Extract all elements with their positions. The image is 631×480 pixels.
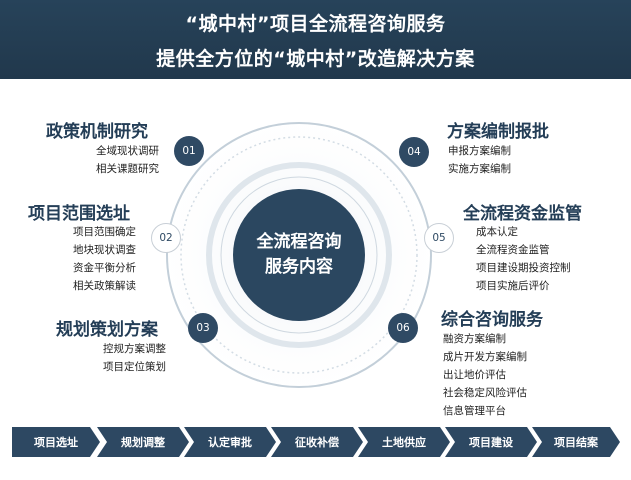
outer-ring (166, 122, 432, 388)
center-circle: 全流程咨询 服务内容 (233, 189, 365, 321)
section-03-items: 控规方案调整 项目定位策划 (86, 340, 166, 376)
badge-02: 02 (151, 223, 181, 253)
section-06-item: 成片开发方案编制 (443, 351, 527, 363)
center-text-line1: 全流程咨询 (256, 232, 342, 252)
section-02-item: 相关政策解读 (73, 280, 136, 292)
process-step: 认定审批 (184, 427, 276, 457)
section-04-item: 实施方案编制 (448, 163, 511, 175)
process-step: 项目选址 (12, 427, 100, 457)
process-step: 项目结案 (532, 427, 620, 457)
section-02-item: 资金平衡分析 (73, 262, 136, 274)
section-04-title: 方案编制报批 (447, 122, 549, 142)
section-01-items: 全域现状调研 相关课题研究 (79, 142, 159, 178)
section-01-title: 政策机制研究 (46, 122, 148, 142)
section-02-title: 项目范围选址 (28, 204, 130, 224)
section-05-title: 全流程资金监管 (463, 204, 582, 224)
banner-subtitle: 提供全方位的“城中村”改造解决方案 (156, 48, 475, 70)
process-step: 项目建设 (445, 427, 537, 457)
section-05-item: 项目实施后评价 (476, 280, 550, 292)
process-step: 征收补偿 (271, 427, 363, 457)
badge-03: 03 (188, 313, 218, 343)
inner-ring (206, 162, 392, 348)
title-banner: “城中村”项目全流程咨询服务 提供全方位的“城中村”改造解决方案 (0, 0, 631, 79)
banner-title: “城中村”项目全流程咨询服务 (185, 13, 446, 35)
section-02-item: 地块现状调查 (73, 244, 136, 256)
section-05-items: 成本认定 全流程资金监管 项目建设期投资控制 项目实施后评价 (476, 223, 571, 295)
badge-05: 05 (424, 223, 454, 253)
section-03-title: 规划策划方案 (56, 320, 158, 340)
section-01-item: 全域现状调研 (96, 145, 159, 157)
section-06-item: 信息管理平台 (443, 405, 506, 417)
badge-06: 06 (388, 313, 418, 343)
section-05-item: 项目建设期投资控制 (476, 262, 571, 274)
section-06-items: 融资方案编制 成片开发方案编制 出让地价评估 社会稳定风险评估 信息管理平台 (443, 330, 527, 420)
section-06-item: 融资方案编制 (443, 333, 506, 345)
section-06-item: 出让地价评估 (443, 369, 506, 381)
center-text-line2: 服务内容 (265, 257, 333, 277)
section-02-items: 项目范围确定 地块现状调查 资金平衡分析 相关政策解读 (56, 223, 136, 295)
section-03-item: 控规方案调整 (103, 343, 166, 355)
section-04-item: 申报方案编制 (448, 145, 511, 157)
section-01-item: 相关课题研究 (96, 163, 159, 175)
section-06-item: 社会稳定风险评估 (443, 387, 527, 399)
process-step: 规划调整 (97, 427, 189, 457)
inner-ring-thin (220, 176, 378, 334)
section-02-item: 项目范围确定 (73, 226, 136, 238)
section-04-items: 申报方案编制 实施方案编制 (448, 142, 511, 178)
middle-ring (180, 136, 418, 374)
badge-01: 01 (174, 136, 204, 166)
section-03-item: 项目定位策划 (103, 361, 166, 373)
badge-04: 04 (399, 137, 429, 167)
process-step: 土地供应 (358, 427, 450, 457)
section-05-item: 成本认定 (476, 226, 518, 238)
section-05-item: 全流程资金监管 (476, 244, 550, 256)
process-flow: 项目选址 规划调整 认定审批 征收补偿 土地供应 项目建设 项目结案 (12, 427, 620, 457)
section-06-title: 综合咨询服务 (441, 310, 543, 330)
